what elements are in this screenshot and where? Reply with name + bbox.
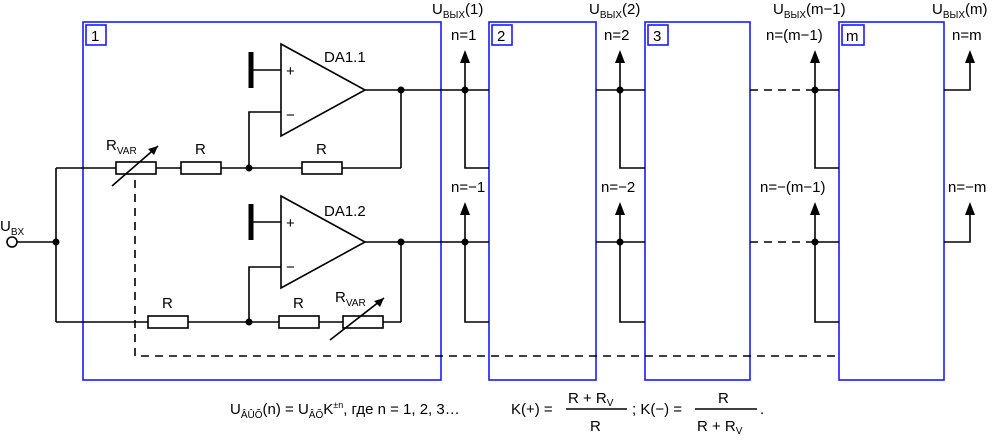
formula-kminus-label: ; K(−) = [632, 401, 682, 418]
wire [464, 90, 489, 169]
block-1 [82, 21, 442, 381]
formula-kminus-den: R + RV [697, 418, 743, 437]
output-label-1: UВЫХ(1) [432, 1, 483, 21]
resistor-r-upper-1 [180, 161, 222, 175]
tap-n-negm1: n=−(m−1) [760, 179, 825, 196]
shape [965, 50, 975, 63]
wire [944, 60, 971, 91]
tap-n-negm: n=−m [948, 179, 986, 196]
opamp-da12-plus: + [286, 215, 295, 232]
tap-n1: n=1 [451, 27, 476, 44]
output-label-m1: UВЫХ(m−1) [773, 1, 846, 21]
block-3-number: 3 [653, 28, 661, 45]
upper-inverting-wire [248, 111, 281, 168]
shape [148, 146, 158, 155]
tap-nm1: n=(m−1) [766, 27, 823, 44]
tap-nm: n=m [952, 27, 982, 44]
resistor-r-lower-feedback [278, 315, 320, 329]
shape [615, 50, 625, 63]
opamp-da12 [280, 194, 367, 290]
shape [810, 50, 820, 63]
block-m-number: m [846, 28, 859, 45]
ganged-link-dashed [134, 180, 839, 357]
shape [460, 202, 470, 215]
r-lower-1-label: R [162, 295, 173, 312]
tap-n2: n=2 [604, 27, 629, 44]
formula-output: UÂÛÕ(n) = UÂÕK±n, где n = 1, 2, 3… [230, 400, 460, 421]
opamp-da11-label: DA1.1 [324, 49, 366, 66]
wire [814, 242, 839, 323]
input-node [52, 238, 60, 246]
wire [464, 242, 489, 323]
rvar-lower-arrow [329, 297, 385, 341]
block-m [838, 21, 945, 381]
dot [397, 86, 405, 94]
formula-kminus-num: R [718, 390, 729, 407]
block-m-tag [841, 24, 865, 46]
lower-inverting-wire [248, 266, 281, 322]
block-1-number: 1 [91, 28, 99, 45]
rvar-lower-label: RVAR [335, 289, 366, 309]
opamp-da11-minus: − [286, 107, 295, 124]
r-upper-feedback-label: R [316, 141, 327, 158]
block-2 [488, 21, 597, 381]
formula-kplus-den: R [590, 418, 601, 435]
shape [615, 202, 625, 215]
wire [619, 242, 645, 323]
formula-kplus-label: K(+) = [511, 401, 553, 418]
block-3-tag [647, 24, 669, 46]
formula-end: . [760, 401, 764, 418]
output-label-2: UВЫХ(2) [589, 1, 640, 21]
output-label-m: UВЫХ(m) [932, 1, 988, 21]
wire [619, 90, 645, 169]
rvar-upper-arrow [111, 145, 159, 187]
opamp-da12-minus: − [286, 259, 295, 276]
rvar-upper-label: RVAR [106, 137, 137, 157]
formula-kplus-num: R + RV [568, 390, 614, 409]
r-upper-1-label: R [195, 141, 206, 158]
dot [397, 238, 405, 246]
resistor-rvar-upper [115, 161, 157, 175]
shape [460, 50, 470, 63]
shape [810, 202, 820, 215]
opamp-da12-label: DA1.2 [324, 203, 366, 220]
opamp-da11-plus: + [286, 63, 295, 80]
tap-n-neg2: n=−2 [601, 179, 635, 196]
wire [944, 212, 971, 243]
block-1-tag [85, 24, 107, 46]
shape [965, 202, 975, 215]
wire [814, 90, 839, 169]
block-2-tag [491, 24, 513, 46]
resistor-r-upper-feedback [301, 161, 343, 175]
shape [374, 298, 384, 307]
input-terminal [6, 236, 18, 248]
block-3 [644, 21, 751, 381]
block-2-number: 2 [497, 28, 505, 45]
tap-n-neg1: n=−1 [451, 179, 485, 196]
input-label: UBX [0, 218, 25, 238]
resistor-r-lower-1 [147, 315, 189, 329]
opamp-da11 [280, 42, 367, 138]
r-lower-feedback-label: R [293, 295, 304, 312]
